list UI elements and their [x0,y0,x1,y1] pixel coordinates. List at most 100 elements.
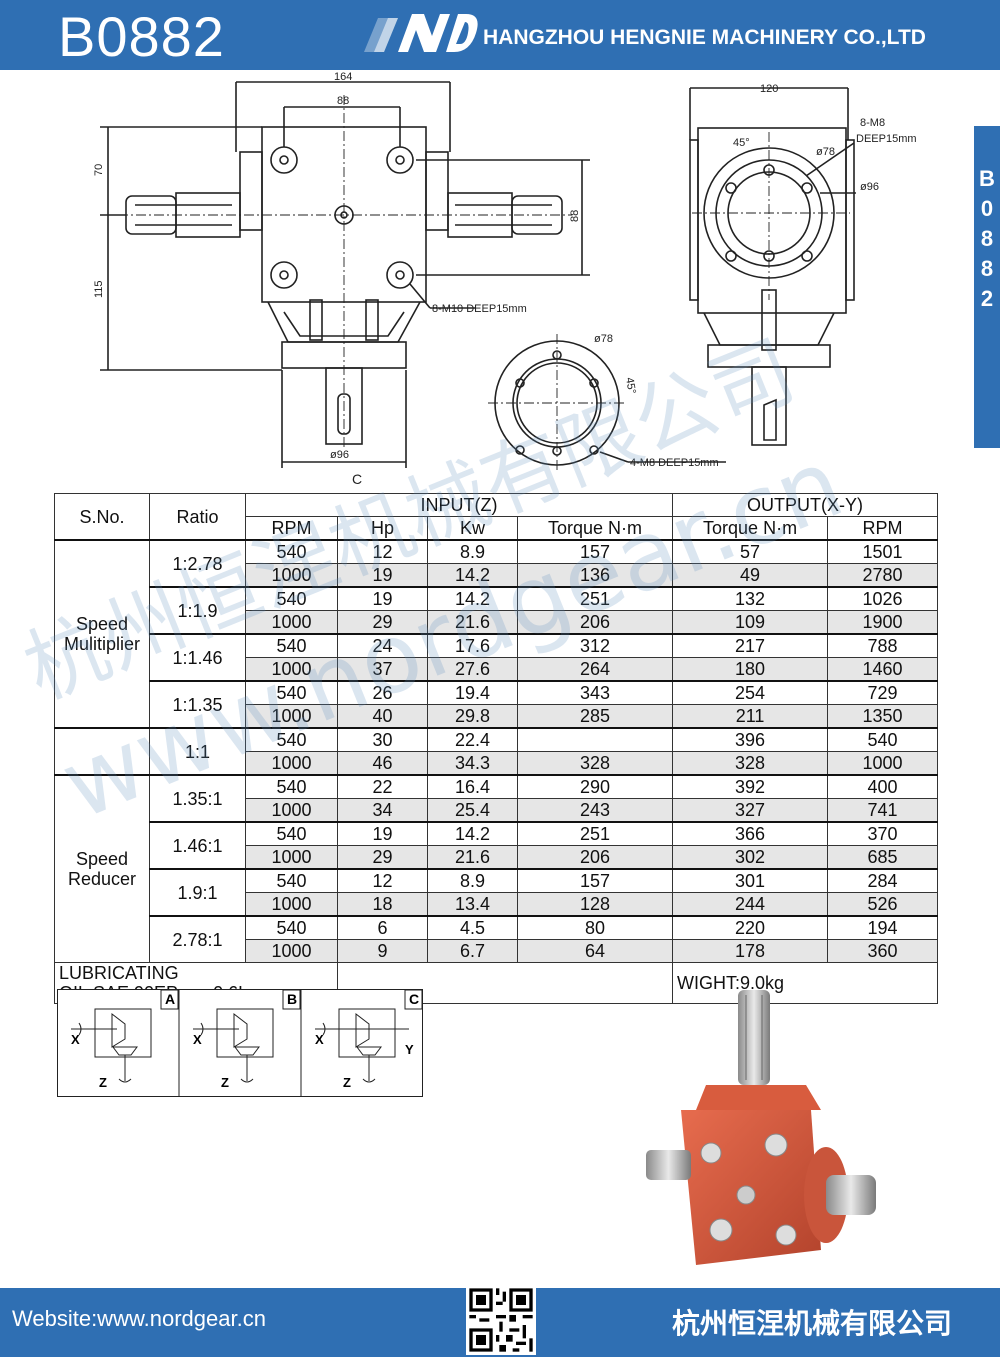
value-cell: 64 [516,939,674,963]
value-cell: 206 [516,610,674,635]
spec-table-body: S.No. Ratio INPUT(Z) OUTPUT(X-Y) RPM Hp … [54,493,939,963]
value-cell: 1900 [827,610,939,635]
header-rpm: RPM [245,516,338,541]
value-cell: 16.4 [427,774,518,799]
value-cell: 370 [827,821,939,846]
gear-outline [356,1046,382,1056]
value-cell: 729 [827,680,939,705]
value-cell: 788 [827,633,939,658]
value-cell: 19 [337,586,428,611]
value-cell: 264 [516,657,674,682]
value-cell: 254 [672,680,829,705]
value-cell: 251 [516,821,674,846]
rotation-arrow-icon [322,1022,326,1036]
value-cell: 1026 [827,586,939,611]
flange-note: 4-M8 DEEP15mm [630,457,719,469]
header-hp: Hp [337,516,428,541]
rotation-arrow-icon [78,1022,82,1036]
dim-78-flange: ø78 [594,333,613,345]
value-cell: 540 [245,539,338,564]
rotation-arrow-icon [118,1078,132,1083]
value-cell: 360 [827,939,939,963]
header-output: OUTPUT(X-Y) [672,493,939,517]
value-cell: 37 [337,657,428,682]
company-logo [364,14,478,52]
hole-note: 8-M10 DEEP15mm [432,303,527,315]
value-cell: 540 [245,868,338,893]
value-cell: 22.4 [427,727,518,752]
value-cell: 1000 [245,892,338,917]
value-cell: 285 [516,704,674,729]
value-cell: 80 [516,915,674,940]
value-cell: 132 [672,586,829,611]
value-cell: 540 [245,586,338,611]
qr-code-icon[interactable] [466,1285,536,1355]
value-cell: 526 [827,892,939,917]
value-cell: 34 [337,798,428,823]
value-cell: 25.4 [427,798,518,823]
rotation-arrow-icon [362,1078,376,1083]
rotation-diagram-panel: AXZ [71,989,179,1090]
panel-tag: B [287,991,297,1007]
value-cell: 1000 [827,751,939,776]
value-cell: 1460 [827,657,939,682]
panel-tag-box [404,989,423,1010]
ratio-cell: 1:1 [149,727,246,776]
value-cell: 18 [337,892,428,917]
value-cell: 540 [245,727,338,752]
value-cell: 366 [672,821,829,846]
value-cell: 17.6 [427,633,518,658]
header-kw: Kw [427,516,518,541]
value-cell: 327 [672,798,829,823]
group-label-line: Reducer [67,869,137,889]
value-cell: 26 [337,680,428,705]
value-cell: 741 [827,798,939,823]
value-cell: 14.2 [427,563,518,588]
value-cell: 1000 [245,939,338,963]
value-cell: 2780 [827,563,939,588]
value-cell: 1000 [245,563,338,588]
value-cell: 301 [672,868,829,893]
value-cell: 1000 [245,657,338,682]
value-cell: 685 [827,845,939,870]
value-cell: 328 [516,751,674,776]
value-cell: 312 [516,633,674,658]
ratio-cell: 2.78:1 [149,915,246,963]
spec-table: S.No. Ratio INPUT(Z) OUTPUT(X-Y) RPM Hp … [54,493,939,1004]
value-cell: 109 [672,610,829,635]
value-cell: 251 [516,586,674,611]
value-cell: 19 [337,563,428,588]
side-letter: 8 [980,256,994,281]
value-cell: 180 [672,657,829,682]
product-photo [646,990,876,1265]
value-cell: 290 [516,774,674,799]
value-cell: 328 [672,751,829,776]
housing-outline [94,1008,152,1058]
value-cell: 57 [672,539,829,564]
technical-drawing: 164 88 70 115 88 8-M10 DEEP15mm ø96 C 12… [93,71,917,487]
value-cell: 540 [827,727,939,752]
value-cell: 1501 [827,539,939,564]
value-cell: 19 [337,821,428,846]
value-cell: 29.8 [427,704,518,729]
value-cell: 12 [337,868,428,893]
value-cell: 244 [672,892,829,917]
value-cell: 24 [337,633,428,658]
weight-note: WIGHT:9.0kg [672,962,939,1004]
housing-outline [216,1008,274,1058]
value-cell: 30 [337,727,428,752]
gear-outline [112,1046,138,1056]
website-link[interactable]: Website:www.nordgear.cn [12,1306,266,1331]
value-cell: 14.2 [427,821,518,846]
value-cell: 157 [516,539,674,564]
